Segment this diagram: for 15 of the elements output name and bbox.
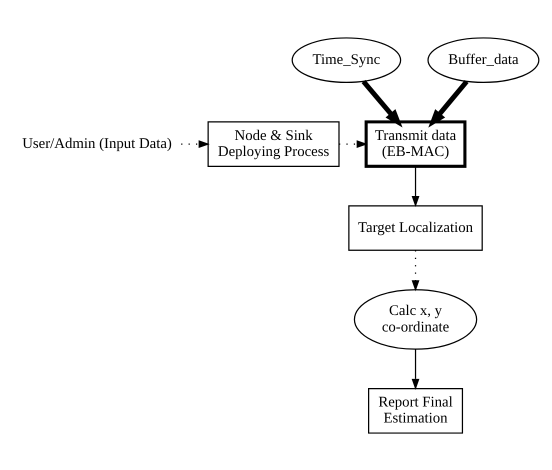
arrow xyxy=(362,79,403,128)
node-ellipse: Buffer_data xyxy=(427,36,540,82)
arrow xyxy=(412,166,420,207)
arrow xyxy=(181,140,210,148)
arrow xyxy=(339,140,368,148)
node-ellipse: Time_Sync xyxy=(292,36,402,82)
node-box: Report Final Estimation xyxy=(368,388,464,434)
node-box: Transmit data (EB-MAC) xyxy=(364,120,466,168)
arrow xyxy=(428,79,469,128)
node-box: Target Localization xyxy=(348,204,483,250)
node-ellipse: Calc x, y co-ordinate xyxy=(354,288,478,350)
node-box: Node & Sink Deploying Process xyxy=(208,120,340,166)
arrow xyxy=(412,250,420,291)
arrow xyxy=(412,348,420,390)
node-text: User/Admin (Input Data) xyxy=(22,135,172,152)
